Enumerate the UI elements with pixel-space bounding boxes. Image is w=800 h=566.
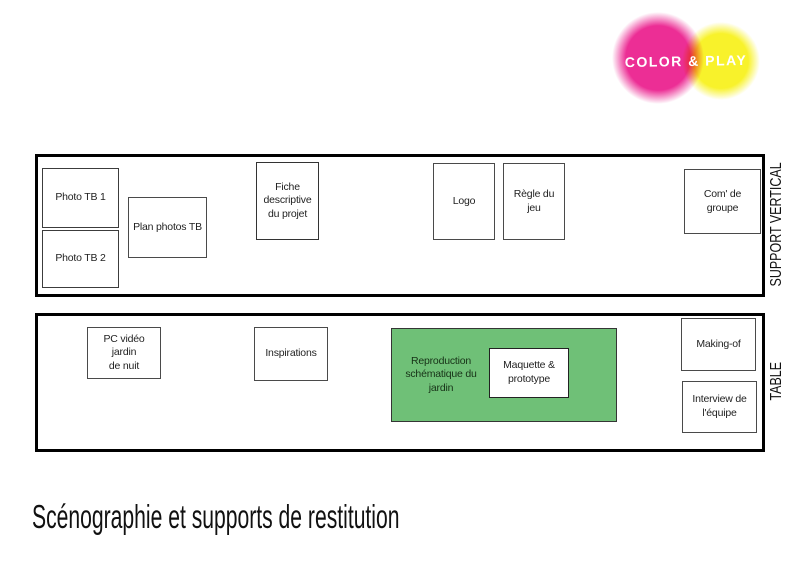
logo-yellow-circle xyxy=(682,22,760,100)
page-title: Scénographie et supports de restitution xyxy=(32,498,400,535)
diagram-box-logo: Logo xyxy=(433,163,495,240)
diagram-box-regle-du-jeu: Règle du jeu xyxy=(503,163,565,240)
diagram-box-com-de-groupe: Com' de groupe xyxy=(684,169,761,234)
diagram-box-photo-tb-2: Photo TB 2 xyxy=(42,230,119,288)
diagram-box-making-of: Making-of xyxy=(681,318,756,371)
diagram-box-maquette-prototype: Maquette & prototype xyxy=(489,348,569,398)
diagram-box-pc-video-jardin: PC vidéo jardin de nuit xyxy=(87,327,161,379)
diagram-box-plan-photos-tb: Plan photos TB xyxy=(128,197,207,258)
logo-text: COLOR & PLAY xyxy=(624,51,748,71)
color-and-play-logo: COLOR & PLAY xyxy=(600,0,800,120)
diagram-box-interview-equipe: Interview de l'équipe xyxy=(682,381,757,433)
diagram-box-inspirations: Inspirations xyxy=(254,327,328,381)
panel-label-table: TABLE xyxy=(767,301,787,461)
diagram-box-photo-tb-1: Photo TB 1 xyxy=(42,168,119,228)
panel-label-table-text: TABLE xyxy=(768,361,785,401)
diagram-zone-reproduction-label: Reproduction schématique du jardin xyxy=(405,354,477,394)
panel-label-support-vertical-text: SUPPORT VERTICAL xyxy=(768,161,785,287)
panel-label-support-vertical: SUPPORT VERTICAL xyxy=(767,144,787,304)
diagram-box-fiche-descriptive: Fiche descriptive du projet xyxy=(256,162,319,240)
